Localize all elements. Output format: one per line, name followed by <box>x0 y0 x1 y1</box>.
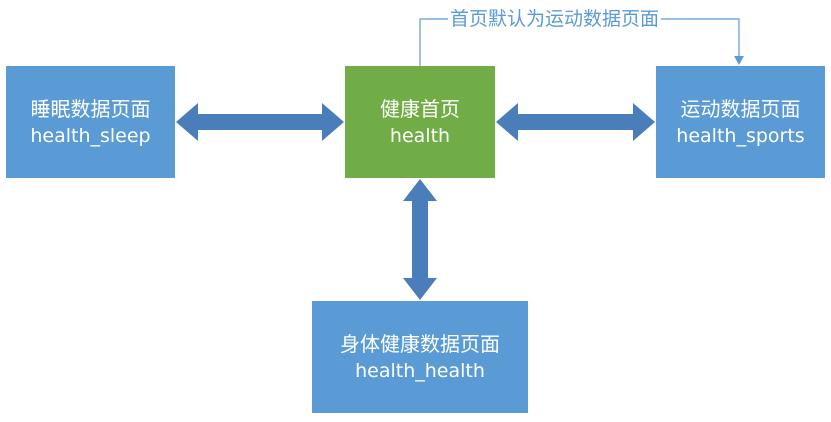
default-route-arrowhead <box>734 56 744 65</box>
body-health-page-node: 身体健康数据页面 health_health <box>312 301 528 413</box>
home-page-id: health <box>389 125 451 147</box>
body-health-page-title: 身体健康数据页面 <box>340 332 500 356</box>
home-body-double-arrow <box>403 179 437 300</box>
sports-page-node: 运动数据页面 health_sports <box>656 66 825 178</box>
sleep-page-title: 睡眠数据页面 <box>30 97 151 121</box>
sports-page-id: health_sports <box>676 125 805 147</box>
home-page-title: 健康首页 <box>380 97 460 121</box>
sleep-page-id: health_sleep <box>30 125 151 147</box>
home-page-node: 健康首页 health <box>345 66 495 178</box>
home-sports-double-arrow <box>496 103 655 141</box>
sleep-page-node: 睡眠数据页面 health_sleep <box>6 66 175 178</box>
body-health-page-id: health_health <box>355 360 485 382</box>
sports-page-title: 运动数据页面 <box>680 97 801 121</box>
default-route-label: 首页默认为运动数据页面 <box>448 6 662 32</box>
sleep-home-double-arrow <box>176 103 344 141</box>
